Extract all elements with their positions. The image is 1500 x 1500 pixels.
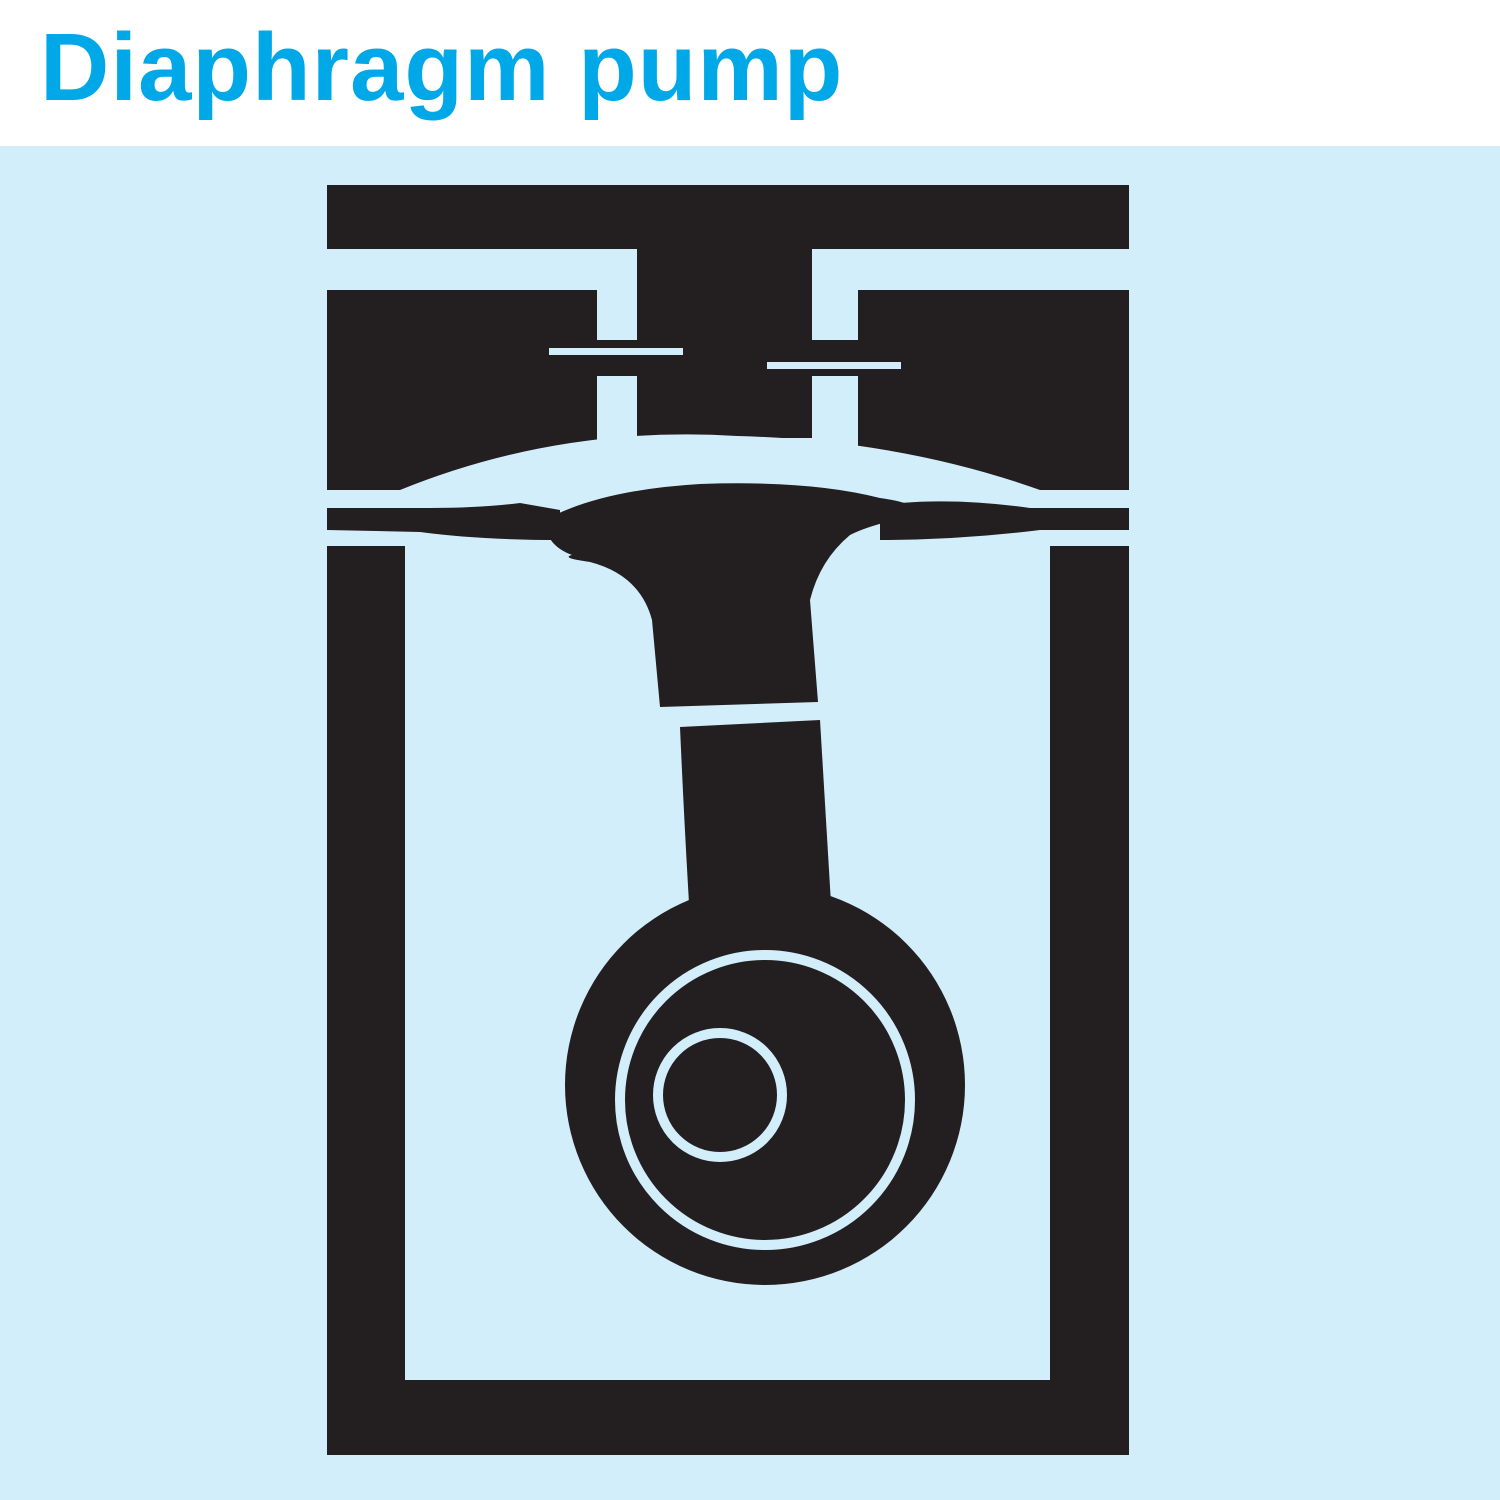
pump-head-top-bar [327, 185, 1129, 249]
inlet-valve [541, 340, 691, 446]
connecting-rod [680, 720, 832, 920]
diagram-panel [0, 146, 1500, 1500]
inlet-valve-port [600, 376, 630, 446]
page-title: Diaphragm pump [40, 14, 844, 121]
inlet-valve-plate [541, 340, 691, 376]
pump-chamber [400, 434, 1040, 490]
pump-drawing [327, 185, 1129, 1455]
diaphragm-left [327, 503, 560, 540]
crank-eccentric [565, 885, 965, 1285]
outlet-valve-plate [760, 340, 908, 376]
diaphragm-pump-diagram [0, 146, 1500, 1500]
inlet-valve-slot [549, 348, 683, 355]
outlet-valve [760, 340, 908, 446]
eccentric-bearing-ring [615, 950, 915, 1250]
diaphragm-right [880, 501, 1129, 540]
outlet-valve-port [818, 376, 848, 446]
outlet-valve-slot [767, 362, 901, 369]
diaphragm-clamp [545, 483, 914, 707]
motor-shaft [653, 1028, 787, 1162]
